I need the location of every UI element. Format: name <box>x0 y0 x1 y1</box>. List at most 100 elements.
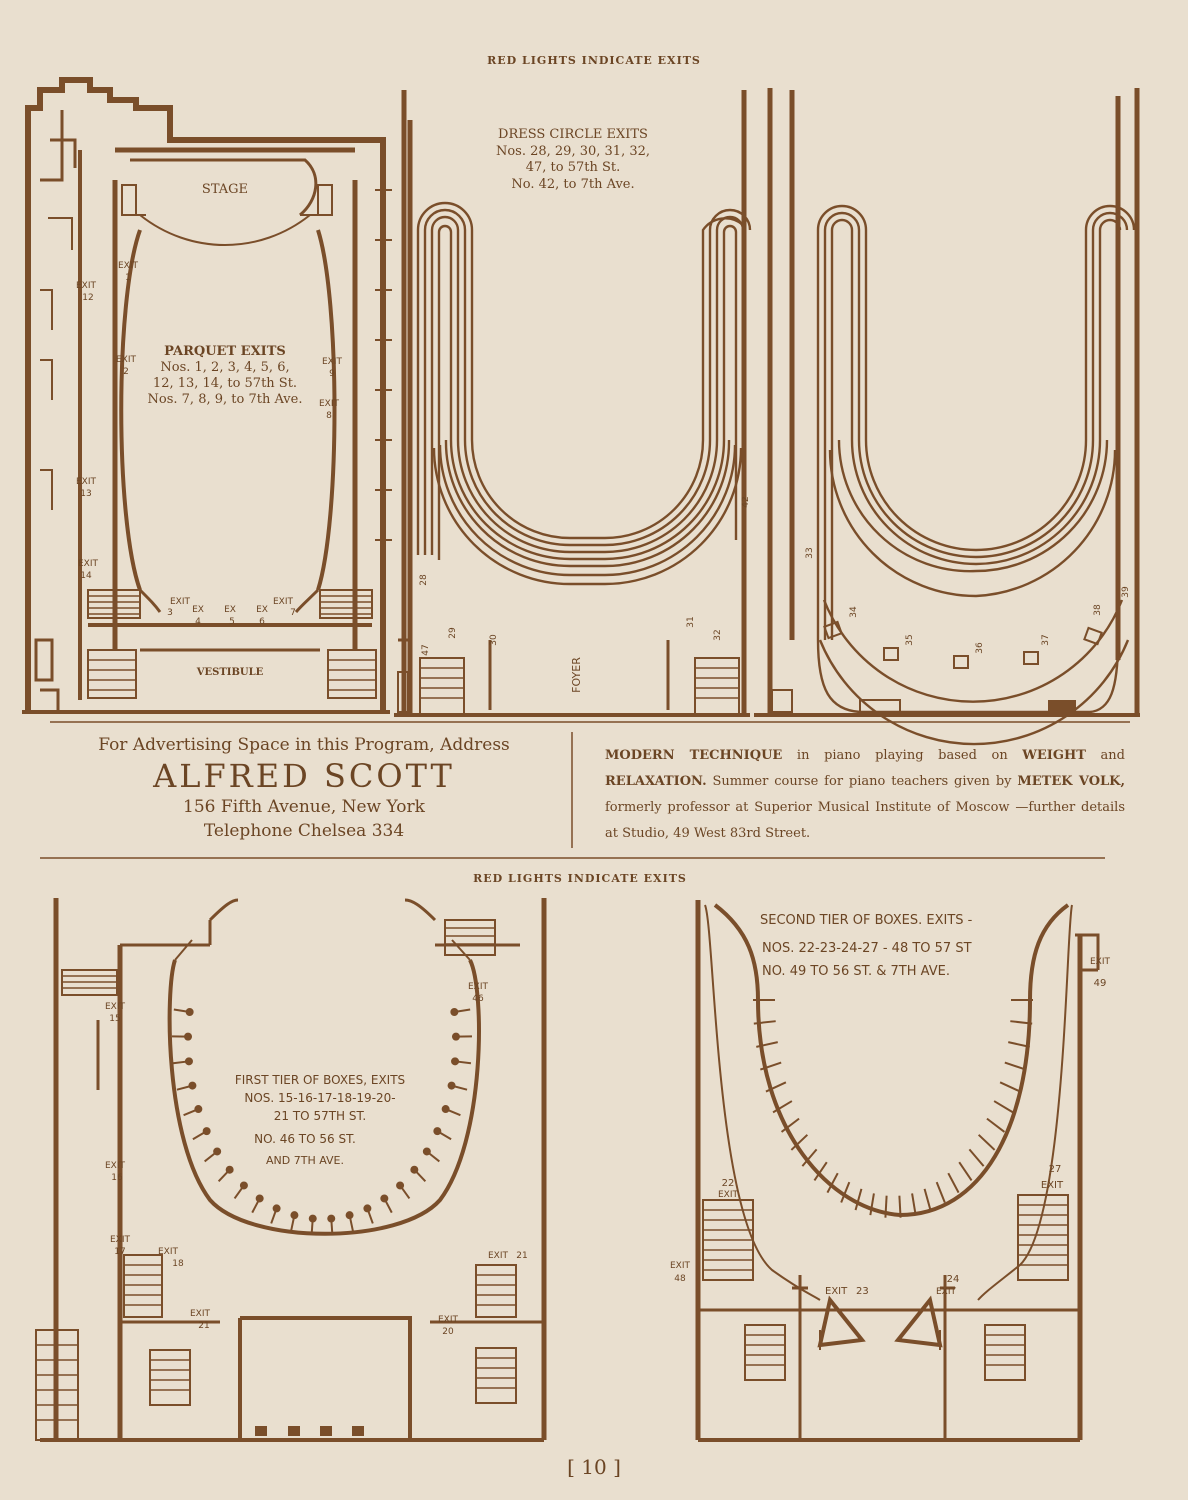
first-tier-plan <box>35 898 547 1442</box>
exit-label: EXIT <box>825 1286 848 1297</box>
box-marker <box>202 1127 211 1136</box>
ex-label: EX <box>256 605 268 615</box>
exit-number: 31 <box>686 616 696 627</box>
box-divider <box>958 1161 973 1181</box>
box-divider <box>999 1081 1021 1093</box>
exit-number: 6 <box>259 617 265 627</box>
exit-label: EXIT <box>319 399 340 409</box>
exit-number: 20 <box>442 1327 454 1337</box>
exit-label: EXIT <box>190 1309 211 1319</box>
box-divider <box>898 1195 902 1218</box>
exit-label: EXIT <box>718 1190 739 1200</box>
box-divider <box>753 1020 776 1025</box>
exit-label: EXIT <box>116 355 137 365</box>
box-marker <box>184 1032 193 1041</box>
exit-number: 16 <box>111 1173 123 1183</box>
exit-number: 27 <box>1049 1164 1062 1175</box>
dress-circle-plan <box>394 90 752 717</box>
box-marker <box>290 1211 299 1220</box>
first-tier-line2: NOS. 15-16-17-18-19-20- <box>244 1091 395 1105</box>
box-divider <box>1004 1061 1026 1071</box>
exit-number: 29 <box>448 627 458 639</box>
exit-number: 24 <box>947 1274 960 1285</box>
box-marker <box>410 1165 419 1174</box>
exit-number: 48 <box>674 1274 686 1284</box>
exit-number: 9 <box>329 369 335 379</box>
balcony-plan <box>754 88 1140 746</box>
first-tier-boxes <box>172 1007 472 1235</box>
exit-number: 15 <box>109 1014 120 1024</box>
box-divider <box>923 1188 932 1211</box>
parquet-line2: 12, 13, 14, to 57th St. <box>153 376 297 391</box>
first-tier-line1: FIRST TIER OF BOXES, EXITS <box>235 1073 405 1087</box>
box-marker <box>194 1105 203 1114</box>
box-divider <box>935 1181 946 1203</box>
exit-number: 12 <box>82 293 93 303</box>
exit-label: EXIT <box>322 357 343 367</box>
exit-number: 38 <box>1093 604 1103 616</box>
second-tier-line1: SECOND TIER OF BOXES. EXITS - <box>760 913 973 928</box>
box-divider <box>986 1117 1006 1133</box>
box-marker <box>451 1032 460 1041</box>
ad-text-1: in piano playing based on <box>782 748 1023 763</box>
box-divider <box>1010 1020 1033 1025</box>
ad-bold-1: MODERN TECHNIQUE <box>605 748 783 763</box>
ad-address: 156 Fifth Avenue, New York <box>183 797 425 817</box>
page-number: [ 10 ] <box>567 1455 621 1479</box>
exit-label: EXIT <box>273 597 294 607</box>
exit-number: 5 <box>229 617 235 627</box>
top-header: RED LIGHTS INDICATE EXITS <box>487 54 701 67</box>
second-tier-boxes <box>753 999 1033 1218</box>
exit-number: 21 <box>198 1321 209 1331</box>
box-divider <box>884 1195 888 1218</box>
box-marker <box>184 1057 193 1066</box>
box-divider <box>813 1161 828 1181</box>
exit-number: 36 <box>975 642 985 654</box>
dress-circle-line1: Nos. 28, 29, 30, 31, 32, <box>496 144 650 159</box>
exit-number: 39 <box>1121 586 1131 598</box>
exit-label: EXIT <box>1090 957 1111 967</box>
exit-label: EXIT <box>438 1315 459 1325</box>
exit-number: 3 <box>167 608 173 618</box>
parquet-line1: Nos. 1, 2, 3, 4, 5, 6, <box>160 360 289 375</box>
exit-number: 13 <box>80 489 91 499</box>
exit-number: 33 <box>805 547 815 558</box>
ad-bold-2: WEIGHT <box>1022 748 1086 763</box>
exit-label: EXIT <box>105 1002 126 1012</box>
exit-label: EXIT <box>670 1261 691 1271</box>
exit-label: EXIT <box>170 597 191 607</box>
box-divider <box>968 1148 985 1167</box>
ad-text-3: Summer course for piano teachers given b… <box>706 774 1018 789</box>
second-tier-labels: SECOND TIER OF BOXES. EXITS - NOS. 22-23… <box>670 913 1111 1297</box>
exit-label: EXIT <box>936 1287 957 1297</box>
box-marker <box>450 1007 459 1016</box>
exit-number: 18 <box>172 1259 184 1269</box>
dress-circle-labels: DRESS CIRCLE EXITS Nos. 28, 29, 30, 31, … <box>419 127 751 693</box>
box-marker <box>188 1081 197 1090</box>
box-divider <box>993 1100 1014 1114</box>
box-divider <box>756 1041 778 1048</box>
box-marker <box>380 1194 389 1203</box>
exit-number: 34 <box>849 606 859 618</box>
box-divider <box>826 1172 839 1194</box>
exit-number: 42 <box>741 496 751 507</box>
box-divider <box>790 1134 809 1151</box>
box-divider <box>801 1148 818 1167</box>
box-divider <box>947 1172 960 1194</box>
box-divider <box>772 1100 793 1114</box>
exit-number: 7 <box>290 608 296 618</box>
second-tier-line2: NOS. 22-23-24-27 - 48 TO 57 ST <box>762 941 972 956</box>
box-marker <box>327 1214 336 1223</box>
exit-number: 32 <box>713 629 723 640</box>
exit-number: 4 <box>195 617 201 627</box>
box-divider <box>760 1061 782 1071</box>
first-tier-line3: 21 TO 57TH ST. <box>274 1109 366 1123</box>
exit-label: EXIT <box>158 1247 179 1257</box>
section-dividers <box>40 721 1130 859</box>
box-marker <box>441 1105 450 1114</box>
box-marker <box>272 1204 281 1213</box>
box-divider <box>911 1193 917 1216</box>
ad-text-2: and <box>1085 748 1126 763</box>
exit-number: 2 <box>123 367 129 377</box>
